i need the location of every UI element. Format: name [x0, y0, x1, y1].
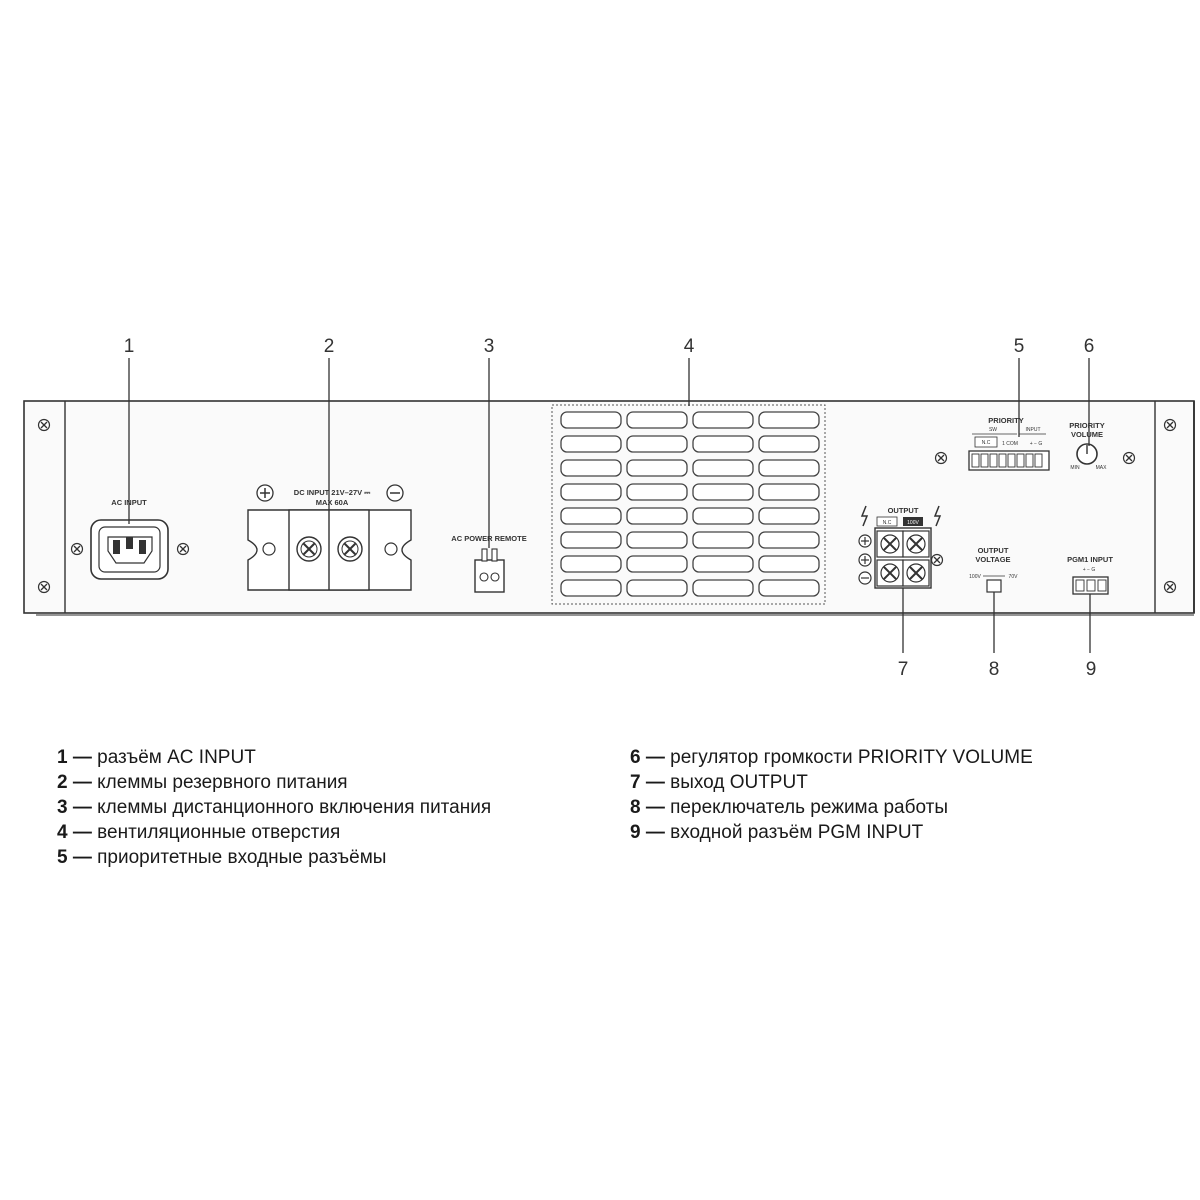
- warning-bolt-icon: [860, 505, 869, 527]
- screw-icon: [934, 451, 948, 465]
- priority-label: PRIORITY: [988, 416, 1023, 425]
- com-label: 1 COM: [1002, 441, 1018, 447]
- legend-num: 7: [630, 772, 641, 793]
- legend-text: разъём AC INPUT: [97, 747, 256, 768]
- priority-volume-label-2: VOLUME: [1071, 430, 1103, 439]
- screw-icon: [930, 553, 944, 567]
- callout-4: 4: [684, 336, 695, 357]
- legend-item: 9 — входной разъём PGM INPUT: [630, 820, 1033, 845]
- callout-9: 9: [1086, 659, 1097, 680]
- legend-right: 6 — регулятор громкости PRIORITY VOLUME …: [630, 745, 1033, 845]
- legend-num: 8: [630, 797, 641, 818]
- output-voltage-label-2: VOLTAGE: [975, 555, 1010, 564]
- legend-num: 1: [57, 747, 68, 768]
- callout-numbers: 1 2 3 4 5 6 7 8 9: [124, 336, 1097, 680]
- output-nc-label: N.C: [883, 520, 892, 526]
- dc-input-terminals: DC INPUT 21V–27V ⎓ MAX 60A: [247, 484, 412, 591]
- legend-item: 1 — разъём AC INPUT: [57, 745, 491, 770]
- legend-item: 3 — клеммы дистанционного включения пита…: [57, 795, 491, 820]
- legend-num: 6: [630, 747, 641, 768]
- pgm-input-label: PGM1 INPUT: [1067, 555, 1113, 564]
- priority-volume-knob: PRIORITY VOLUME MIN MAX: [1069, 421, 1136, 471]
- legend-item: 2 — клеммы резервного питания: [57, 770, 491, 795]
- output-100v-label: 100V: [907, 520, 919, 526]
- callout-5: 5: [1014, 336, 1025, 357]
- legend-dash: —: [67, 747, 98, 768]
- voltage-100v-label: 100V: [969, 574, 981, 580]
- rack-screw-icon: [37, 418, 51, 432]
- screw-icon: [70, 542, 84, 556]
- terminal-screw-icon: [296, 536, 322, 562]
- rack-screw-icon: [1163, 580, 1177, 594]
- dc-input-label: DC INPUT 21V–27V ⎓: [294, 488, 371, 497]
- terminal-screw-icon: [337, 536, 363, 562]
- callout-8: 8: [989, 659, 1000, 680]
- callout-6: 6: [1084, 336, 1095, 357]
- callout-3: 3: [484, 336, 495, 357]
- legend-text: приоритетные входные разъёмы: [97, 847, 387, 868]
- priority-volume-label-1: PRIORITY: [1069, 421, 1104, 430]
- legend-num: 5: [57, 847, 68, 868]
- legend-text: регулятор громкости PRIORITY VOLUME: [670, 747, 1033, 768]
- max-label: MAX: [1096, 465, 1108, 471]
- legend-dash: —: [67, 772, 98, 793]
- legend-item: 8 — переключатель режима работы: [630, 795, 1033, 820]
- priority-input-connectors: PRIORITY SW INPUT N.C 1 COM + − G: [934, 416, 1050, 471]
- legend-left: 1 — разъём AC INPUT 2 — клеммы резервног…: [57, 745, 491, 870]
- pgm-polarity-label: + − G: [1083, 567, 1096, 573]
- callout-2: 2: [324, 336, 335, 357]
- legend-item: 7 — выход OUTPUT: [630, 770, 1033, 795]
- priority-input-label: INPUT: [1026, 427, 1041, 433]
- legend-num: 4: [57, 822, 68, 843]
- voltage-70v-label: 70V: [1009, 574, 1019, 580]
- min-label: MIN: [1070, 465, 1080, 471]
- output-voltage-switch: OUTPUT VOLTAGE 100V 70V: [969, 546, 1019, 593]
- screw-icon: [176, 542, 190, 556]
- callout-7: 7: [898, 659, 909, 680]
- callout-1: 1: [124, 336, 135, 357]
- rack-screw-icon: [1163, 418, 1177, 432]
- legend-num: 2: [57, 772, 68, 793]
- nc-label: N.C: [982, 440, 991, 446]
- legend-dash: —: [67, 797, 98, 818]
- screw-icon: [1122, 451, 1136, 465]
- rear-panel-diagram: AC INPUT DC INPUT 21V–27V ⎓ MAX 60A AC P…: [23, 336, 1195, 680]
- legend-dash: —: [640, 747, 671, 768]
- legend-item: 4 — вентиляционные отверстия: [57, 820, 491, 845]
- legend-item: 6 — регулятор громкости PRIORITY VOLUME: [630, 745, 1033, 770]
- callout-leaders: [128, 358, 1091, 653]
- legend-dash: —: [67, 847, 98, 868]
- legend-text: клеммы резервного питания: [97, 772, 348, 793]
- priority-polarity-label: + − G: [1030, 441, 1043, 447]
- legend-text: выход OUTPUT: [670, 772, 808, 793]
- rack-screw-icon: [37, 580, 51, 594]
- legend-item: 5 — приоритетные входные разъёмы: [57, 845, 491, 870]
- toggle-switch-icon: [986, 579, 1002, 593]
- output-label: OUTPUT: [888, 506, 919, 515]
- legend-dash: —: [640, 797, 671, 818]
- legend-num: 3: [57, 797, 68, 818]
- legend-text: вентиляционные отверстия: [97, 822, 341, 843]
- legend-text: клеммы дистанционного включения питания: [97, 797, 492, 818]
- sw-label: SW: [989, 427, 997, 433]
- legend-dash: —: [67, 822, 98, 843]
- legend-dash: —: [640, 772, 671, 793]
- warning-bolt-icon: [933, 505, 942, 527]
- legend-num: 9: [630, 822, 641, 843]
- pgm-input-connector: PGM1 INPUT + − G: [1067, 555, 1113, 595]
- legend-dash: —: [640, 822, 671, 843]
- dc-input-max-label: MAX 60A: [316, 498, 349, 507]
- legend-text: переключатель режима работы: [670, 797, 948, 818]
- output-terminals: OUTPUT N.C 100V: [858, 505, 944, 589]
- output-voltage-label-1: OUTPUT: [978, 546, 1009, 555]
- legend-text: входной разъём PGM INPUT: [670, 822, 924, 843]
